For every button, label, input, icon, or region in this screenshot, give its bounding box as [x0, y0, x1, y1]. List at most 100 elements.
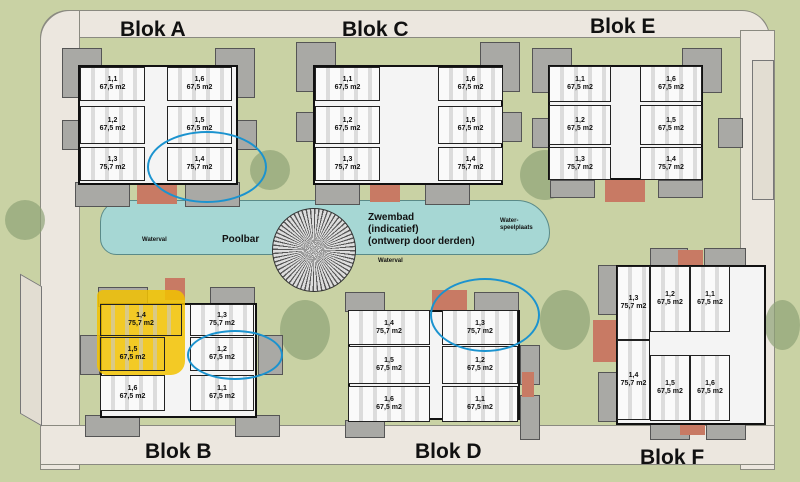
label-speelplaats: speelplaats: [500, 225, 533, 231]
unit-area: 75,7 m2: [128, 320, 154, 327]
terrace: [658, 180, 703, 198]
unit-id: 1,4: [666, 155, 676, 163]
label-water: Water-: [500, 218, 519, 224]
unit-floorplan: [349, 311, 429, 344]
unit-id: 1,3: [342, 156, 353, 163]
unit-area: 67,5 m2: [658, 125, 684, 132]
marker-ellipse-blok-b: [187, 330, 283, 380]
unit-area: 75,7 m2: [658, 163, 684, 171]
unit-area: 75,7 m2: [99, 164, 126, 171]
unit-floorplan: [101, 338, 164, 370]
unit-id: 1,5: [384, 357, 394, 364]
unit-id: 1,2: [575, 117, 585, 124]
unit-area: 75,7 m2: [376, 327, 402, 335]
unit-floorplan: [550, 106, 610, 144]
unit-id: 1,6: [127, 385, 138, 392]
label-ontwerp: (ontwerp door derden): [368, 236, 475, 247]
patio: [605, 180, 645, 202]
marker-ellipse-blok-a: [147, 131, 267, 203]
patio: [370, 180, 400, 202]
unit-floorplan: [316, 107, 379, 143]
block-label: Blok D: [415, 440, 482, 463]
patio: [522, 372, 534, 397]
unit-floorplan: [101, 305, 181, 335]
unit-id: 1,5: [127, 346, 138, 353]
unit-id: 1,1: [705, 291, 715, 298]
unit-id: 1,6: [384, 396, 394, 403]
block-label: Blok A: [120, 18, 186, 41]
unit-area: 67,5 m2: [99, 84, 126, 91]
unit-floorplan: [618, 267, 649, 339]
road-north: [40, 10, 770, 38]
unit-area: 67,5 m2: [457, 84, 484, 91]
unit-floorplan: [443, 387, 517, 421]
unit-id: 1,2: [665, 291, 675, 298]
unit-floorplan: [651, 267, 689, 331]
unit-id: 1,4: [136, 312, 146, 319]
tree: [765, 300, 800, 350]
unit-area: 67,5 m2: [567, 84, 593, 91]
label-waterval-left: Waterval: [142, 237, 167, 243]
unit-id: 1,5: [666, 117, 676, 124]
tree: [5, 200, 45, 240]
unit-area: 67,5 m2: [697, 388, 723, 395]
unit-floorplan: [439, 148, 502, 180]
terrace: [345, 292, 385, 312]
unit-area: 75,7 m2: [209, 320, 235, 327]
unit-floorplan: [191, 376, 253, 410]
unit-floorplan: [349, 347, 429, 383]
block-label: Blok E: [590, 15, 656, 38]
patio: [593, 320, 618, 362]
tree: [540, 290, 590, 350]
terrace: [85, 415, 140, 437]
unit-area: 67,5 m2: [119, 393, 146, 400]
terrace: [598, 265, 618, 315]
unit-floorplan: [641, 106, 701, 144]
unit-area: 75,7 m2: [334, 164, 361, 171]
label-zwembad: Zwembad: [368, 212, 415, 223]
unit-floorplan: [101, 376, 164, 410]
unit-id: 1,6: [705, 380, 715, 387]
unit-area: 67,5 m2: [99, 125, 126, 132]
unit-floorplan: [641, 148, 701, 179]
terrace: [345, 420, 385, 438]
unit-area: 67,5 m2: [467, 365, 493, 372]
unit-area: 67,5 m2: [657, 388, 683, 395]
unit-floorplan: [443, 347, 517, 383]
unit-id: 1,2: [342, 117, 353, 124]
unit-area: 67,5 m2: [209, 393, 235, 400]
terrace: [718, 118, 743, 148]
unit-floorplan: [651, 356, 689, 420]
